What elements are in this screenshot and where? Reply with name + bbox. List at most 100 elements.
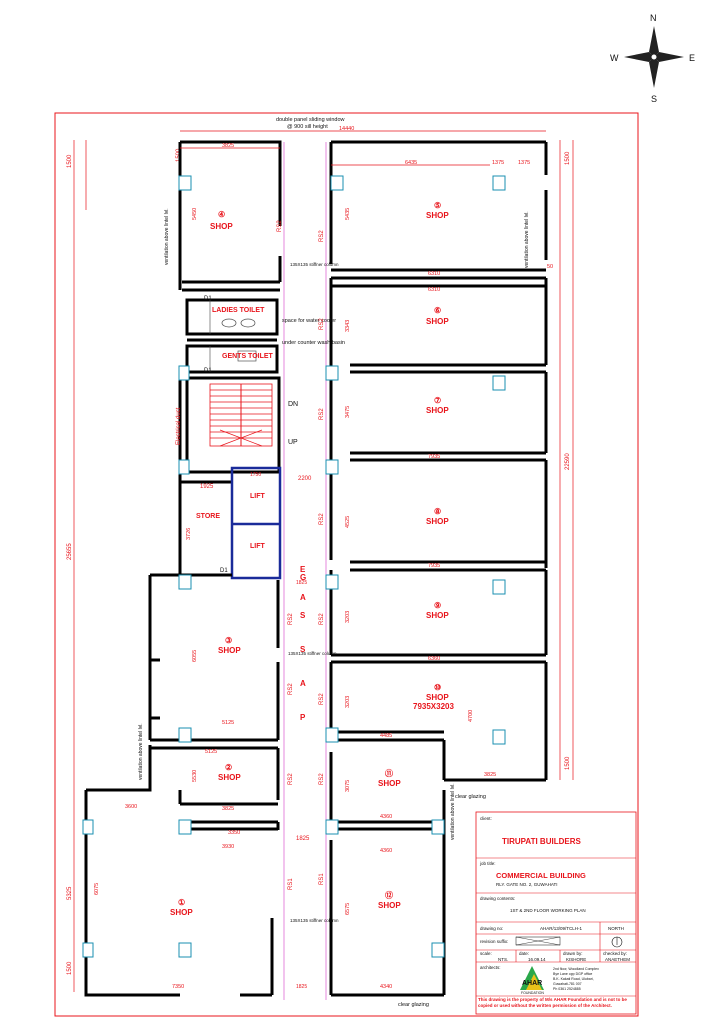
shop10-name: SHOP (426, 693, 449, 702)
rs2-6: RS2 (319, 613, 325, 625)
note-wash-basin: under counter wash basin (282, 340, 345, 346)
dim-1750: 1750 (250, 472, 261, 478)
tb-address1: 2nd floor, Woodland Complex (553, 967, 599, 971)
note-vent-left: ventilation above lintel lvl. (164, 208, 170, 265)
dim-1825a: 1825 (296, 836, 310, 842)
dim-right-overall: 22590 (565, 453, 571, 470)
tb-job: COMMERCIAL BUILDING (496, 871, 586, 880)
passage-g: G (300, 573, 306, 582)
note-stiffener2: 135X135 stiffner column (288, 651, 337, 656)
shop12-name: SHOP (378, 901, 401, 910)
note-vent-left2: ventilation above lintel lvl. (138, 723, 144, 780)
tb-drawing-no: AHAR/13/09/TCLH-1 (540, 926, 583, 931)
dim-2200: 2200 (298, 476, 312, 482)
dim-4360b: 4360 (380, 848, 392, 854)
gents-toilet-label: GENTS TOILET (222, 353, 274, 360)
note-vent-right2: ventilation above lintel lvl. (450, 783, 456, 840)
door-d1-a: D1 (204, 296, 212, 302)
dim-5435: 5435 (345, 208, 351, 220)
dim-5530: 5530 (192, 770, 198, 782)
tb-logo: AHAR (522, 980, 542, 987)
shop4-name: SHOP (210, 222, 233, 231)
windows (82, 175, 506, 958)
compass-s: S (651, 94, 657, 104)
shop2-num: ② (225, 763, 232, 772)
dim-3600: 3600 (125, 804, 137, 810)
compass-w: W (610, 53, 619, 63)
dim-left-top: 1500 (67, 154, 73, 168)
dim-1375b: 1375 (518, 160, 530, 166)
shop9-name: SHOP (426, 611, 449, 620)
tb-checked: ANAETHEM (605, 957, 630, 962)
staircase: DN UP (209, 383, 298, 447)
shop8-num: ⑧ (434, 507, 441, 516)
top-note-line1: double panel sliding window (276, 117, 345, 123)
rs2-3: RS2 (319, 318, 325, 330)
note-clear-glazing2: clear glazing (398, 1002, 429, 1008)
dim-4525: 4525 (345, 516, 351, 528)
tb-address3: B.K. Kakati Road, Ulubari, (553, 977, 594, 981)
shop7-num: ⑦ (434, 396, 441, 405)
rs2-1: RS2 (277, 220, 283, 232)
lift2-label: LIFT (250, 543, 265, 550)
ladies-toilet-label: LADIES TOILET (212, 307, 265, 314)
top-note-line2: @ 900 sill height (287, 124, 328, 130)
dim-left-bottom: 1500 (67, 961, 73, 975)
note-clear-glazing1: clear glazing (455, 794, 486, 800)
rs1-2: RS1 (319, 873, 325, 885)
passage-s2: S (300, 611, 306, 620)
note-electrical-duct: Electrical duct (176, 407, 182, 445)
lift1-label: LIFT (250, 493, 265, 500)
dim-3930: 3930 (222, 844, 234, 850)
dim-6055: 6055 (192, 650, 198, 662)
tb-address4: Guwahati-781 007 (553, 982, 582, 986)
tb-logo-sub: FOUNDATION (521, 991, 544, 995)
rs2-11: RS2 (319, 773, 325, 785)
tb-architects-label: architects: (480, 965, 501, 970)
dim-3825a: 3825 (222, 143, 234, 149)
dim-3825c: 3825 (222, 806, 234, 812)
shop2-name: SHOP (218, 773, 241, 782)
compass-rose-icon: N S E W (610, 13, 695, 104)
tb-contents-label: drawing contents: (480, 896, 515, 901)
shop5-num: ⑤ (434, 201, 441, 210)
tb-address5: Ph 0361 2524885 (553, 987, 581, 991)
dim-4340: 4340 (380, 984, 392, 990)
dim-5125b: 5125 (205, 749, 217, 755)
dim-3726: 3726 (186, 528, 192, 540)
rs2-10: RS2 (288, 773, 294, 785)
ahar-logo-icon: AHAR FOUNDATION (520, 966, 544, 995)
dim-1825c: 1825 (296, 984, 307, 990)
stair-up: UP (288, 439, 298, 446)
dim-4700: 4700 (468, 710, 474, 722)
rs2-2: RS2 (319, 230, 325, 242)
dimensions: 3825 6435 1375 1375 6310 6310 7935 7935 … (94, 143, 553, 990)
dim-7350: 7350 (172, 984, 184, 990)
rs2-9: RS2 (288, 683, 294, 695)
shop6-num: ⑥ (434, 306, 441, 315)
note-stiffener1: 135X135 stiffner column (290, 262, 339, 267)
note-water-cooler: space for water cooler (282, 318, 336, 324)
passage-e: E (300, 565, 306, 574)
dim-3350: 3350 (228, 830, 240, 836)
tb-date: 16.09.14 (528, 957, 546, 962)
shop3-num: ③ (225, 636, 232, 645)
passage-a1: A (300, 679, 306, 688)
shop9-num: ⑨ (434, 601, 441, 610)
tb-contents: 1ST & 2ND FLOOR WORKING PLAN (510, 908, 586, 913)
shop1-num: ① (178, 898, 185, 907)
dim-1825b: 1825 (296, 580, 307, 586)
tb-revision-label: revision suffix: (480, 939, 508, 944)
dim-6575: 6575 (345, 903, 351, 915)
basin-icon-2 (240, 318, 256, 328)
tb-job-sub: RLY. GATE NO. 2, GUWAHATI (496, 882, 558, 887)
dim-5450: 5450 (192, 208, 198, 220)
room-labels: ④ SHOP ⑤ SHOP ⑥ SHOP ⑦ SHOP ⑧ SHOP ⑨ SHO… (170, 201, 454, 917)
compass-e: E (689, 53, 695, 63)
shop11-num: ⑪ (385, 768, 393, 778)
rs1-1: RS1 (288, 878, 294, 890)
compass-n: N (650, 13, 657, 23)
note-stiffener3: 135X135 stiffner column (290, 918, 339, 923)
